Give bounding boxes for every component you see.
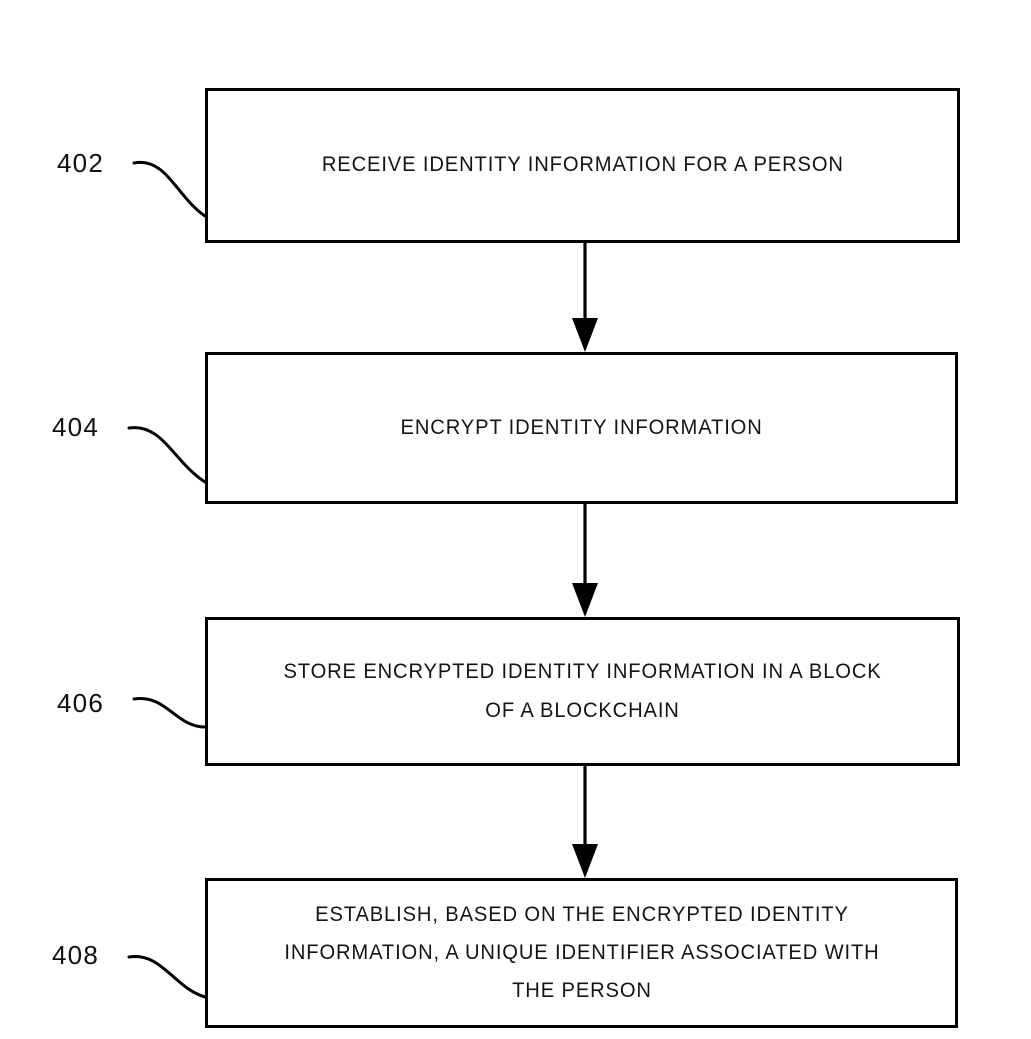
arrow-404-to-406 <box>572 504 598 617</box>
leader-line-408 <box>127 955 207 999</box>
leader-line-402 <box>132 160 207 218</box>
arrow-402-to-404 <box>572 243 598 352</box>
process-box-402-label: RECEIVE IDENTITY INFORMATION FOR A PERSO… <box>321 153 844 177</box>
reference-numeral-402: 402 <box>57 148 104 178</box>
process-box-402[interactable]: RECEIVE IDENTITY INFORMATION FOR A PERSO… <box>205 88 960 243</box>
leader-line-404 <box>127 426 207 484</box>
process-box-404-label: ENCRYPT IDENTITY INFORMATION <box>400 415 763 439</box>
reference-numeral-404: 404 <box>52 412 99 442</box>
reference-numeral-408: 408 <box>52 940 99 970</box>
process-box-408[interactable]: ESTABLISH, BASED ON THE ENCRYPTED IDENTI… <box>205 878 958 1028</box>
leader-line-406 <box>132 697 207 729</box>
arrow-406-to-408 <box>572 766 598 878</box>
process-box-406[interactable]: STORE ENCRYPTED IDENTITY INFORMATION IN … <box>205 617 960 766</box>
process-box-406-label: STORE ENCRYPTED IDENTITY INFORMATION IN … <box>283 660 882 722</box>
process-box-408-label: ESTABLISH, BASED ON THE ENCRYPTED IDENTI… <box>283 902 880 1003</box>
process-box-404[interactable]: ENCRYPT IDENTITY INFORMATION <box>205 352 958 504</box>
reference-numeral-406: 406 <box>57 688 104 718</box>
